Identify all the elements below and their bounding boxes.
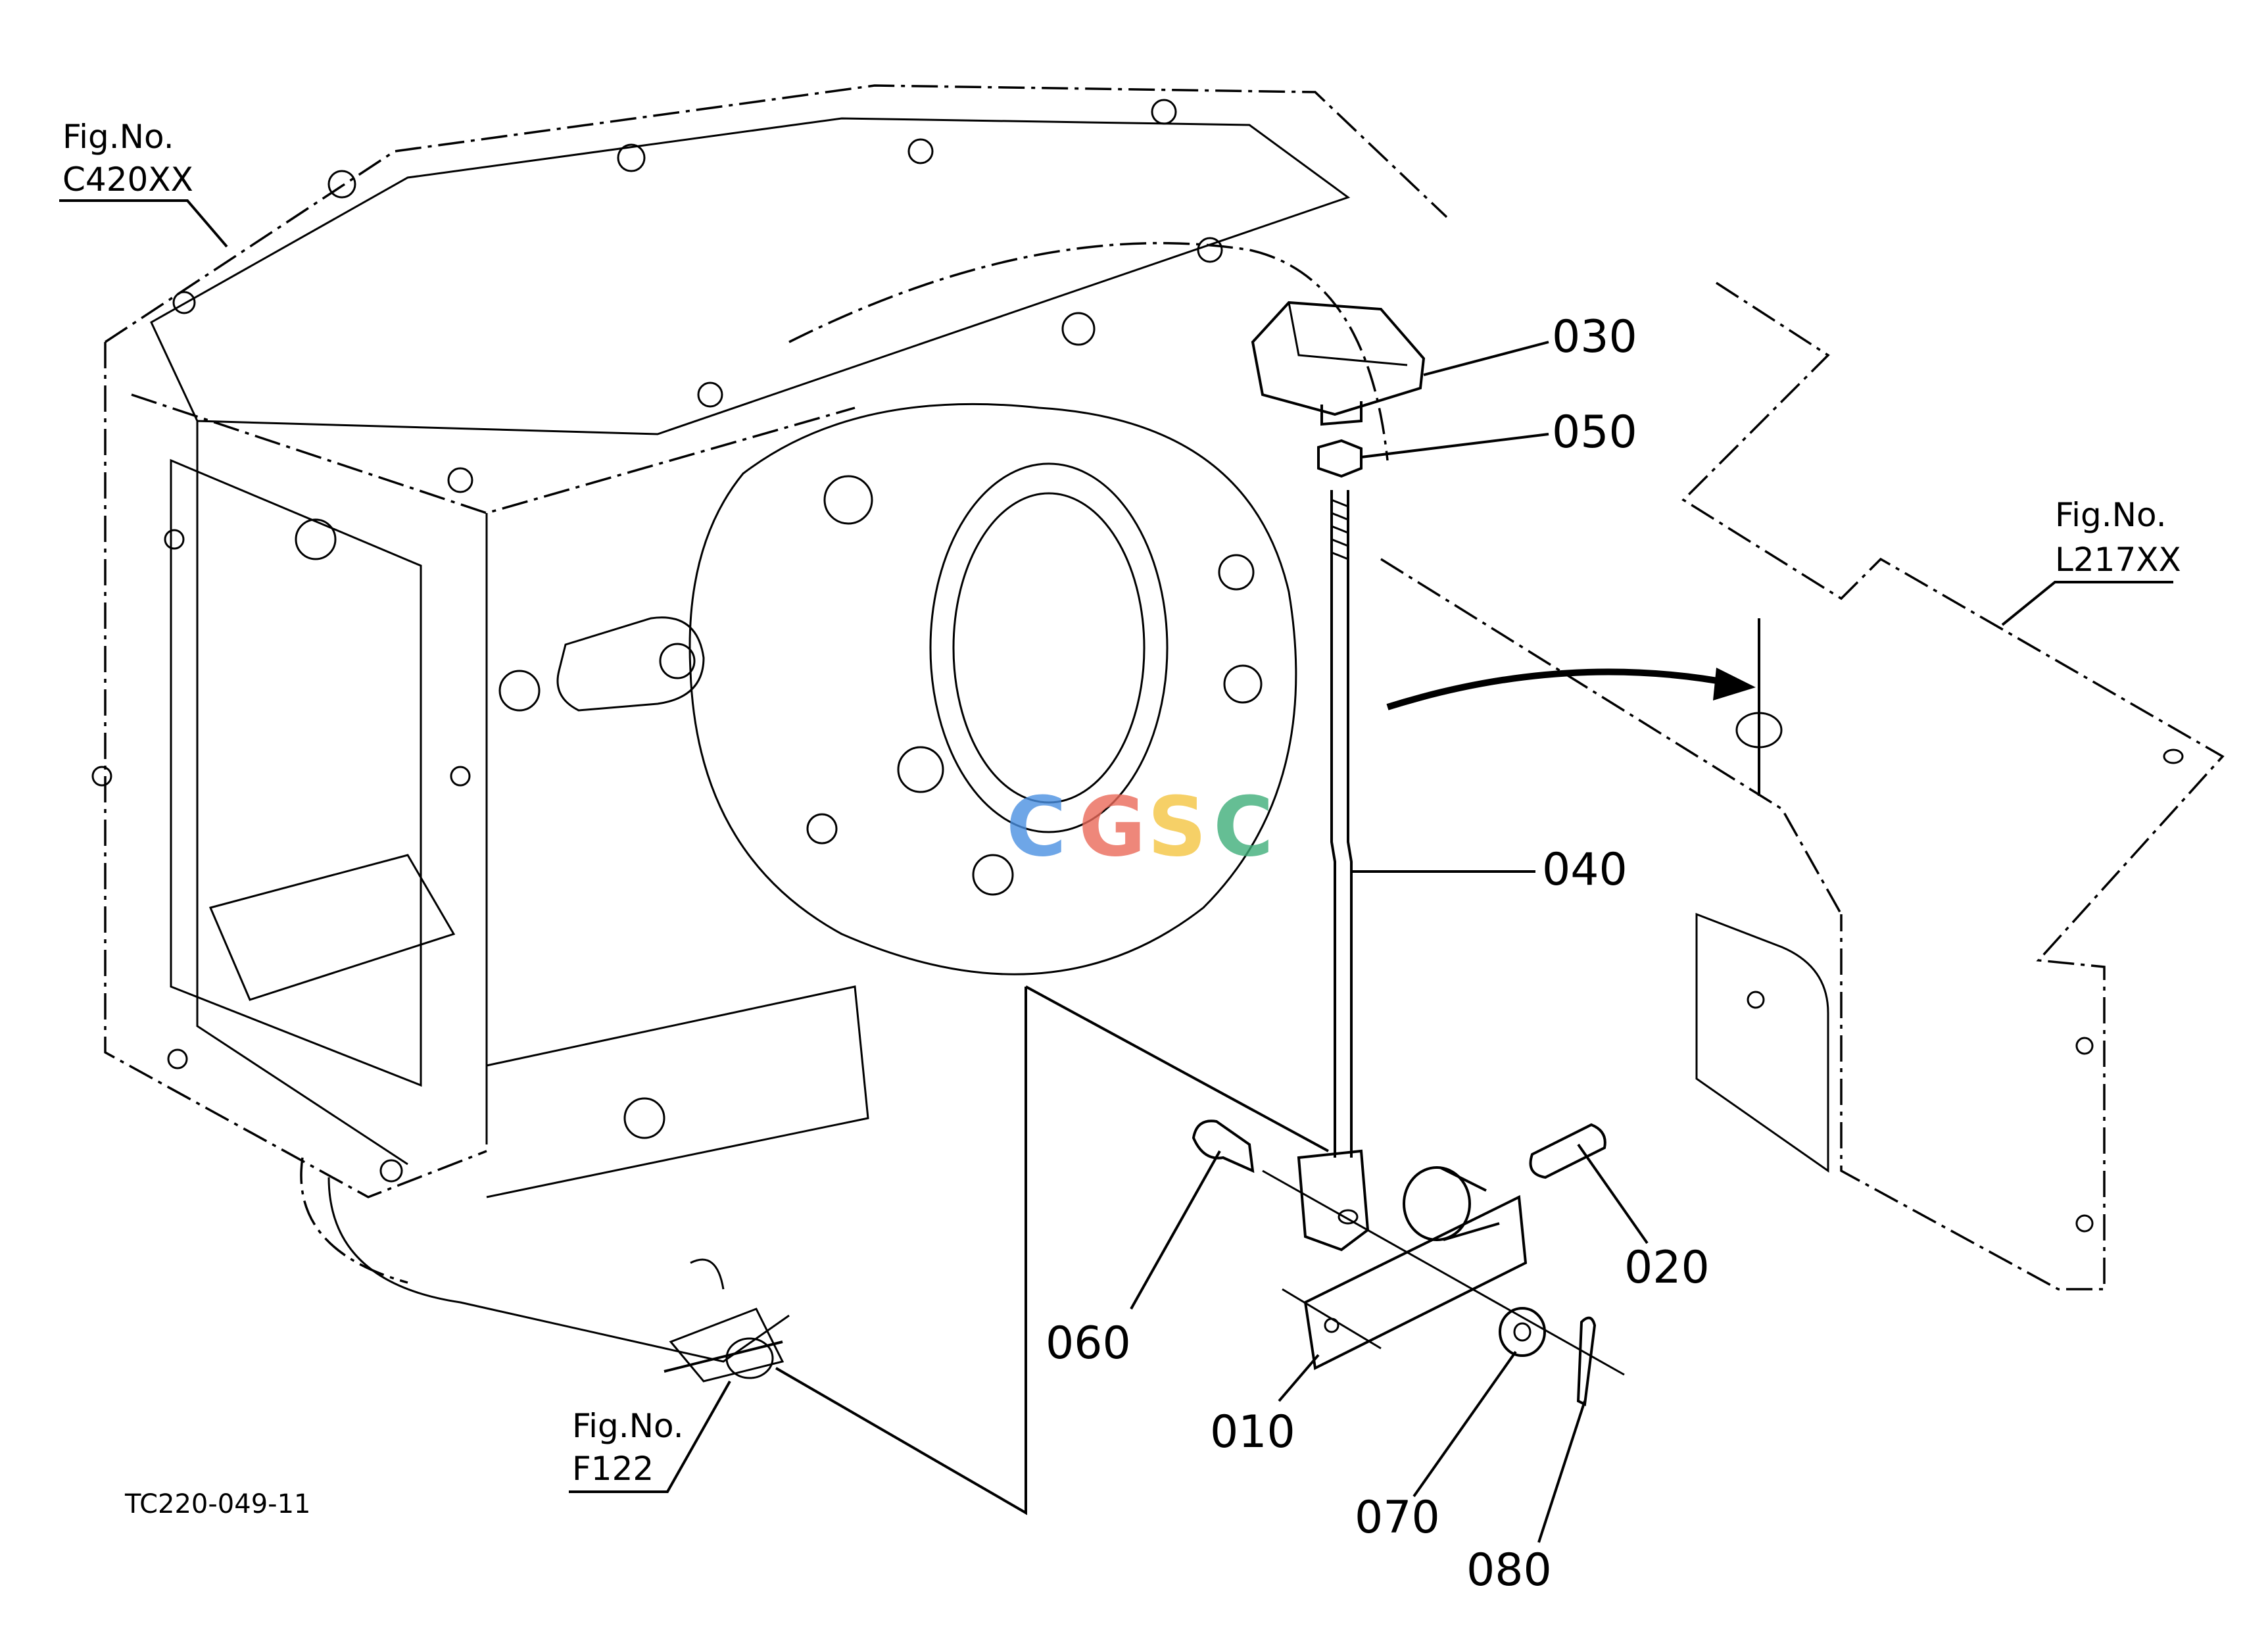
part-label-060: 060 bbox=[1046, 1317, 1131, 1369]
part-label-010: 010 bbox=[1210, 1406, 1295, 1458]
exploded-parts-drawing bbox=[775, 301, 1625, 1515]
part-label-020: 020 bbox=[1624, 1242, 1710, 1294]
figure-ref-l217xx[interactable]: Fig.No. L217XX bbox=[2055, 496, 2181, 579]
leader-lines bbox=[59, 199, 2173, 1543]
figure-ref-code: L217XX bbox=[2055, 541, 2181, 579]
drawing-code: TC220-049-11 bbox=[124, 1489, 310, 1519]
figure-ref-c420xx[interactable]: Fig.No. C420XX bbox=[62, 118, 193, 199]
watermark-letter: G bbox=[1078, 779, 1146, 875]
transmission-case-drawing bbox=[91, 84, 1448, 1383]
part-label-040: 040 bbox=[1542, 844, 1628, 896]
figure-ref-f122[interactable]: Fig.No. F122 bbox=[572, 1407, 684, 1488]
part-label-050: 050 bbox=[1552, 406, 1637, 458]
part-label-070: 070 bbox=[1355, 1492, 1440, 1544]
watermark: C G S C bbox=[1006, 779, 1274, 875]
figure-ref-title: Fig.No. bbox=[62, 118, 174, 156]
mounting-bracket-drawing bbox=[1380, 282, 2225, 1291]
figure-ref-title: Fig.No. bbox=[2055, 496, 2167, 534]
figure-ref-code: F122 bbox=[572, 1450, 654, 1488]
part-label-030: 030 bbox=[1552, 311, 1637, 363]
watermark-letter: C bbox=[1006, 779, 1067, 875]
part-label-080: 080 bbox=[1466, 1544, 1552, 1596]
watermark-letter: C bbox=[1213, 779, 1274, 875]
figure-ref-code: C420XX bbox=[62, 160, 193, 199]
watermark-letter: S bbox=[1147, 779, 1207, 875]
figure-ref-title: Fig.No. bbox=[572, 1407, 684, 1445]
